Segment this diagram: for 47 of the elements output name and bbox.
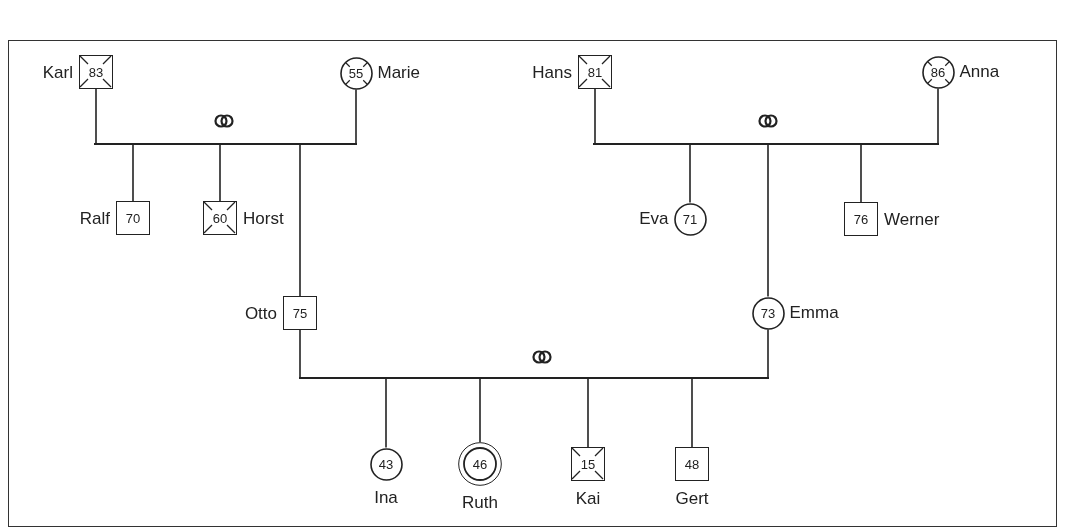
person-name: Ina (374, 488, 398, 506)
age-number: 73 (760, 306, 776, 320)
marriage-line (94, 143, 357, 145)
marriage-line (299, 377, 769, 379)
pedigree-line (594, 88, 596, 144)
pedigree-line (385, 378, 387, 449)
person-name: Ralf (79, 210, 110, 227)
age-number: 76 (853, 212, 869, 226)
age-number: 86 (930, 65, 946, 79)
age-number: 60 (212, 211, 228, 225)
person-name: Werner (884, 211, 940, 228)
age-number: 55 (348, 66, 364, 80)
pedigree-line (219, 144, 221, 202)
age-number: 83 (88, 65, 104, 79)
age-number: 75 (292, 306, 308, 320)
pedigree-line (587, 378, 589, 448)
age-number: 70 (125, 211, 141, 225)
person-name: Kai (575, 490, 601, 507)
age-number: 71 (682, 212, 698, 226)
person-name: Ruth (462, 494, 498, 511)
pedigree-line (767, 144, 769, 298)
pedigree-line (299, 144, 301, 297)
pedigree-line (691, 378, 693, 448)
pedigree-line (95, 88, 97, 144)
pedigree-line (767, 328, 769, 378)
age-number: 43 (378, 457, 394, 471)
marriage-line (593, 143, 939, 145)
person-name: Eva (639, 210, 669, 227)
pedigree-line (479, 378, 481, 443)
age-number: 46 (472, 457, 488, 471)
person-name: Horst (243, 210, 284, 227)
person-name: Gert (675, 490, 709, 507)
person-name: Emma (789, 304, 839, 321)
age-number: 48 (684, 457, 700, 471)
pedigree-line (132, 144, 134, 202)
person-name: Anna (959, 63, 1000, 80)
person-name: Otto (244, 305, 277, 322)
pedigree-line (355, 88, 357, 144)
pedigree-line (937, 87, 939, 144)
age-number: 81 (587, 65, 603, 79)
person-name: Karl (42, 64, 73, 81)
person-name: Marie (377, 64, 420, 81)
age-number: 15 (580, 457, 596, 471)
pedigree-line (299, 329, 301, 378)
pedigree-line (689, 144, 691, 204)
person-name: Hans (532, 64, 572, 81)
pedigree-line (860, 144, 862, 203)
